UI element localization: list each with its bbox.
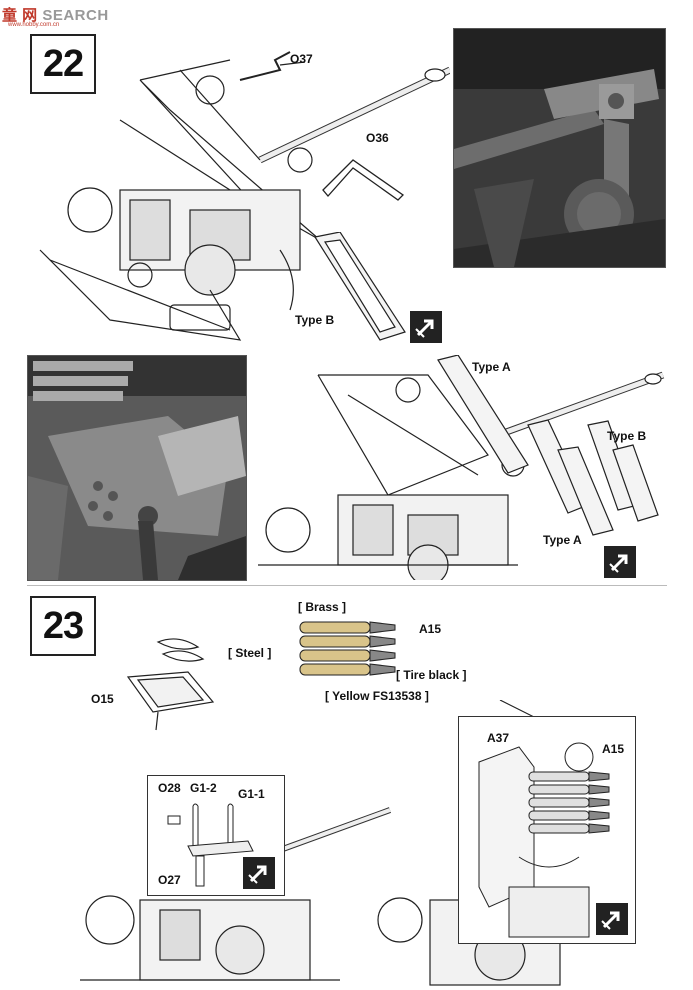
type-a-label-bottom: Type A	[543, 533, 582, 547]
reference-photo-middle	[27, 355, 247, 581]
paint-tire-black-label: [ Tire black ]	[396, 668, 467, 682]
part-a37-label: A37	[487, 731, 510, 745]
type-b-label-right: Type B	[607, 429, 647, 443]
part-o28-label: O28	[158, 781, 181, 795]
paint-brass-label: [ Brass ]	[298, 600, 347, 614]
step-22-second-drawing	[258, 355, 678, 580]
watermark-text: SEARCH	[42, 7, 109, 24]
paint-yellow-label: [ Yellow FS13538 ]	[325, 689, 429, 703]
watermark-logo: 童 网 SEARCH	[2, 4, 109, 25]
part-o15-label: O15	[91, 692, 114, 706]
part-o36: O36	[366, 131, 389, 145]
part-a15-label: A15	[419, 622, 442, 636]
part-o36-drawing	[318, 140, 408, 215]
step-23-number: 23	[30, 596, 96, 656]
part-g1-1-label: G1-1	[238, 787, 265, 801]
step-22-label: 22	[42, 42, 84, 85]
watermark-url: www.hobby.com.cn	[8, 22, 60, 28]
part-g1-2-label: G1-2	[190, 781, 217, 795]
type-b-label-left: Type B	[295, 313, 335, 327]
watermark-brand: 童 网	[2, 7, 38, 24]
step-23-label: 23	[42, 604, 84, 647]
ammo-shells-drawing	[290, 612, 410, 697]
assembly-arrow-icon	[596, 903, 628, 935]
step-divider	[27, 585, 667, 586]
type-b-plate-drawing	[310, 231, 410, 347]
step-22-number: 22	[30, 34, 96, 94]
part-o27-label: O27	[158, 873, 181, 887]
part-a15-inset-label: A15	[602, 742, 625, 756]
assembly-arrow-icon	[604, 546, 636, 578]
part-o15-drawing	[118, 632, 218, 737]
type-a-label-top: Type A	[472, 360, 511, 374]
assembly-arrow-icon	[243, 857, 275, 889]
assembly-arrow-icon	[410, 311, 442, 343]
step-22-main-drawing	[30, 40, 450, 350]
part-o37: O37	[290, 52, 313, 66]
reference-photo-top	[453, 28, 666, 268]
paint-steel-label: [ Steel ]	[228, 646, 272, 660]
inset-a37-ammo-rack	[458, 716, 636, 944]
